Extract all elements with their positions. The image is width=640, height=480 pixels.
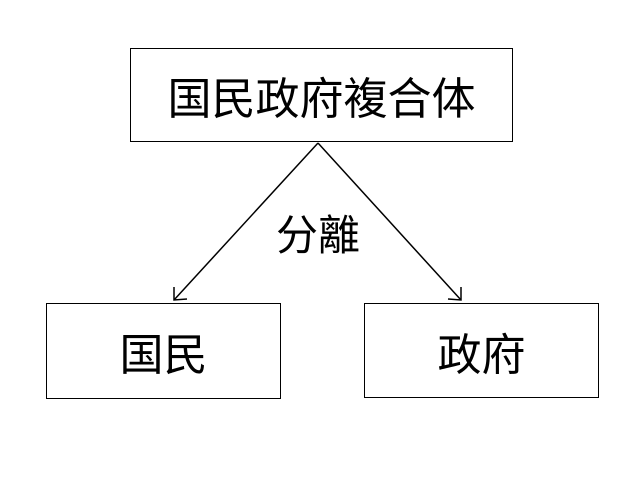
arrow-to-left <box>173 142 319 301</box>
arrow-to-right <box>317 142 462 301</box>
node-people: 国民 <box>46 303 281 399</box>
arrowhead-left <box>173 287 188 301</box>
node-complex-label: 国民政府複合体 <box>167 74 476 125</box>
arrowhead-right <box>447 287 462 301</box>
node-government-label: 政府 <box>437 329 526 381</box>
node-government: 政府 <box>364 303 599 398</box>
node-complex: 国民政府複合体 <box>130 48 513 142</box>
edge-label-separation: 分離 <box>275 210 360 260</box>
node-people-label: 国民 <box>119 330 208 381</box>
